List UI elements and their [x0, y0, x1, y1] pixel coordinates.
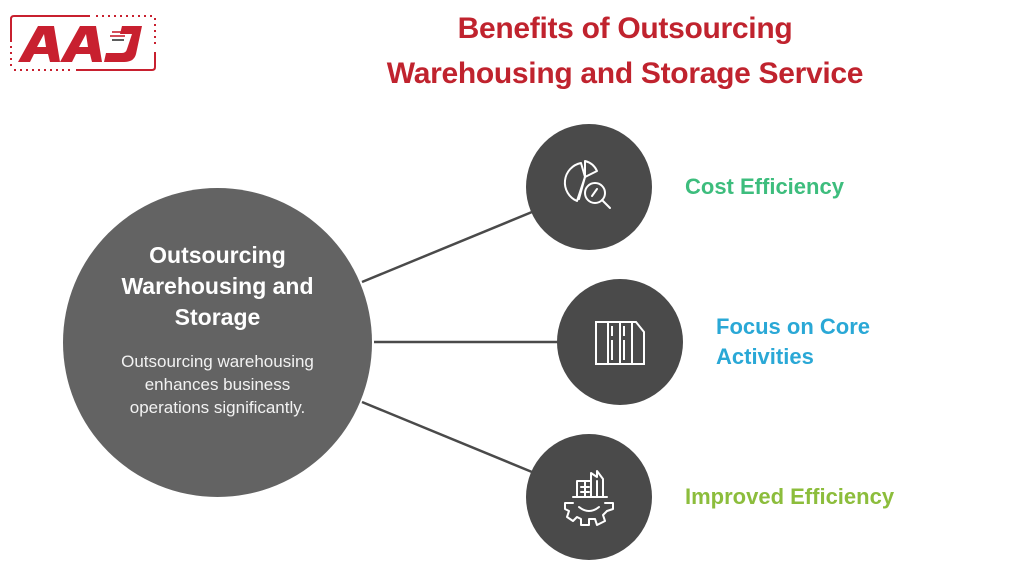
label-focus-core-line-1: Focus on Core: [716, 314, 871, 339]
title-line-2: Warehousing and Storage Service: [386, 57, 864, 90]
binders-shelf-icon: [595, 321, 645, 365]
pie-chart-magnifier-icon: [563, 160, 611, 209]
label-focus-core-activities: Focus on Core Activities: [716, 312, 870, 372]
node-cost-efficiency: [526, 124, 652, 250]
hub-circle: Outsourcing Warehousing and Storage Outs…: [63, 188, 372, 497]
aaj-logo: [8, 12, 158, 74]
hub-description: Outsourcing warehousing enhances busines…: [121, 352, 314, 417]
building-gear-icon: [564, 470, 614, 526]
hub-title: Outsourcing Warehousing and Storage: [121, 242, 314, 330]
page-title: Benefits of Outsourcing Warehousing and …: [330, 6, 920, 96]
connector-improved-efficiency: [361, 400, 533, 474]
node-improved-efficiency: [526, 434, 652, 560]
label-improved-efficiency: Improved Efficiency: [685, 484, 895, 509]
label-focus-core-line-2: Activities: [716, 344, 814, 369]
logo-icon: [10, 15, 156, 71]
node-focus-core-activities: [557, 279, 683, 405]
label-cost-efficiency: Cost Efficiency: [685, 174, 844, 199]
title-line-1: Benefits of Outsourcing: [457, 12, 793, 45]
connector-cost-efficiency: [361, 210, 533, 284]
